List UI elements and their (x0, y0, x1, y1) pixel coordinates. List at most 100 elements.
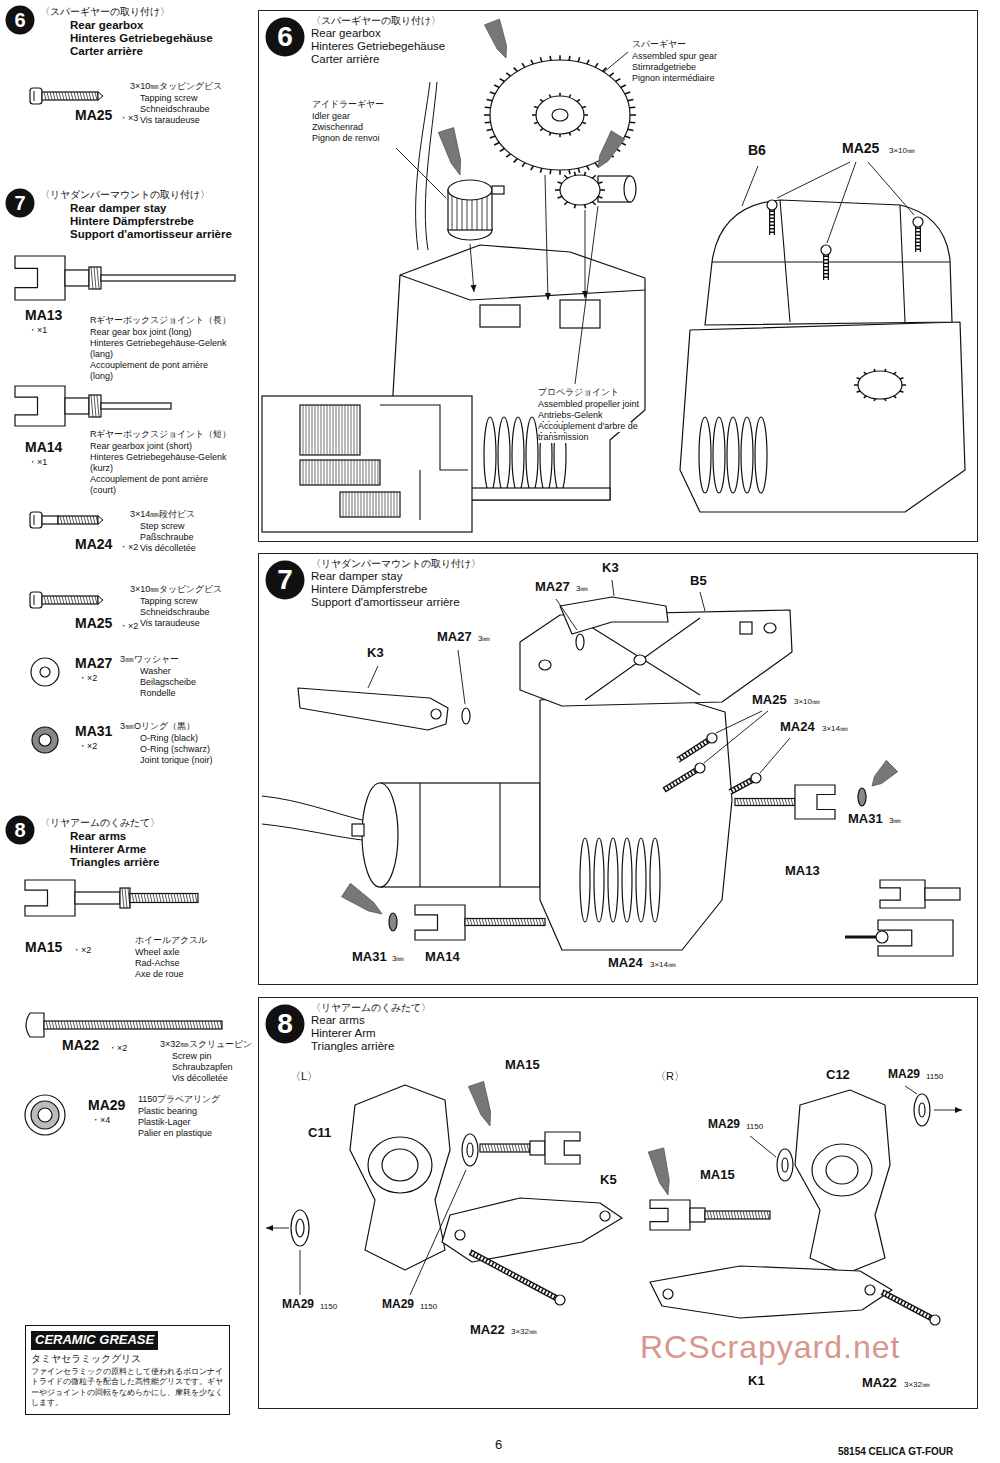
part-label: 〈スパーギヤーの取り付け〉 (40, 6, 170, 17)
pinion-bevel-teeth (555, 172, 605, 209)
step-number: 6 (5, 5, 35, 35)
grease-brush (342, 883, 382, 914)
tapping-screw-slot (34, 595, 35, 605)
part-label: ・×4 (91, 1116, 110, 1126)
part-label: (long) (90, 372, 113, 382)
part-label: Washer (140, 667, 171, 677)
hub-carrier (350, 1085, 450, 1270)
k5-arm (442, 1198, 622, 1262)
o-ring-hole (39, 734, 51, 746)
part-label: ・×2 (119, 622, 138, 632)
section-inset (262, 396, 472, 532)
part-label: ・×2 (72, 946, 91, 956)
leader-line (827, 162, 856, 243)
axle-thread-thread (132, 894, 197, 903)
joint-knurl (89, 395, 101, 417)
grease-title: CERAMIC GREASE (31, 1331, 158, 1350)
part-label: 3㎜ (576, 585, 588, 594)
part-label: Accouplement d'arbre de (538, 422, 638, 432)
bearing (291, 1210, 309, 1246)
axle-knurl-thread (122, 888, 130, 908)
housing-section (380, 405, 468, 520)
part-label: 〈リヤアームのくみたて〉 (40, 817, 160, 828)
part-code: C11 (308, 1126, 331, 1140)
step-circle-fill (266, 561, 305, 600)
part-label: Paßschraube (140, 533, 194, 543)
part-label: Rear gear box joint (long) (90, 328, 192, 338)
part-code: MA14 (25, 440, 62, 455)
part-label: Antriebs-Gelenk (538, 411, 603, 421)
part-label: 3㎜ (889, 817, 901, 826)
joint-pin (101, 403, 171, 409)
joint-pin (101, 275, 235, 281)
leader-line (612, 580, 614, 596)
part-label: ・×2 (108, 1044, 127, 1054)
part-label: Pignon de renvoi (312, 134, 380, 144)
part-code: MA15 (25, 940, 62, 955)
gear-cover (705, 200, 952, 325)
part-label: Screw pin (172, 1052, 212, 1062)
part-label: Plastik-Lager (138, 1118, 191, 1128)
diff-bevel (536, 96, 584, 134)
step-screw-thread (60, 516, 98, 524)
bearing (914, 1094, 930, 1126)
detail-cup (878, 920, 953, 956)
part-label: 3×32㎜ (511, 1328, 537, 1337)
bearing (25, 1095, 65, 1135)
grease-brush (468, 1081, 490, 1126)
motor-band (420, 783, 500, 887)
part-label: Hinteres Getriebegehäuse-Gelenk (90, 453, 227, 463)
step-number-text: 6 (14, 10, 25, 30)
step-screw-head (751, 773, 761, 783)
gear-section-hatch (303, 460, 378, 485)
k1-arm (650, 1266, 892, 1318)
gear-slot (560, 300, 600, 328)
part-code: B5 (690, 574, 707, 588)
cooling-fin (741, 417, 753, 493)
bearing-bore (467, 1143, 473, 1157)
joint-pin-thread (737, 799, 793, 806)
part-label: 3㎜ (478, 635, 490, 644)
step-screw-head (30, 512, 42, 528)
grease-note: CERAMIC GREASEタミヤセラミックグリスファインセラミックの原料として… (25, 1325, 230, 1415)
part-code: MA15 (700, 1168, 735, 1182)
step-screw-slot (34, 515, 35, 525)
stay-hole (740, 622, 752, 634)
o-ring (858, 788, 866, 806)
heading-text: Support d'amortisseur arrière (311, 596, 481, 609)
part-code: MA31 (75, 724, 112, 739)
stay-hole (539, 660, 551, 670)
part-label: Rギヤーボックスジョイント（長） (90, 316, 232, 326)
housing-edge (400, 275, 645, 300)
cooling-fin (580, 838, 590, 922)
part-label: O-Ring (black) (140, 734, 198, 744)
part-label: 〈リヤダンパーマウントの取り付け〉 (40, 189, 210, 200)
part-code: Rear damper stay (70, 202, 167, 215)
washer (31, 658, 59, 686)
part-code: K3 (602, 561, 619, 575)
heading-text: Triangles arrière (311, 1040, 431, 1053)
tapping-screw-thread (678, 738, 712, 760)
cooling-fin (699, 417, 711, 493)
grease-brush (438, 128, 460, 175)
bearing-bore (919, 1103, 925, 1117)
stay-hole (764, 623, 776, 633)
heading-text: Carter arrière (311, 53, 445, 66)
part-code: MA31 (848, 812, 883, 826)
part-code: MA29 (88, 1098, 125, 1113)
part-label: Accouplement de pont arrière (90, 361, 208, 371)
part-label: Stirnradgetriebe (632, 63, 696, 73)
part-code: MA29 (282, 1298, 314, 1311)
part-label: 3㎜Oリング（黒） (120, 722, 195, 732)
carrier-bore-inner (826, 1156, 858, 1184)
part-code: MA25 (752, 693, 787, 707)
diff-bevel-teeth (532, 93, 588, 137)
cooling-fin (498, 417, 510, 493)
part-label: 3×14㎜ (650, 961, 676, 970)
step-number-text: 6 (277, 23, 293, 51)
step-number-text: 8 (277, 1010, 293, 1038)
bearing-bore (296, 1219, 304, 1237)
step-circle-fill (6, 816, 35, 845)
part-code: Hinterer Arme (70, 843, 146, 856)
